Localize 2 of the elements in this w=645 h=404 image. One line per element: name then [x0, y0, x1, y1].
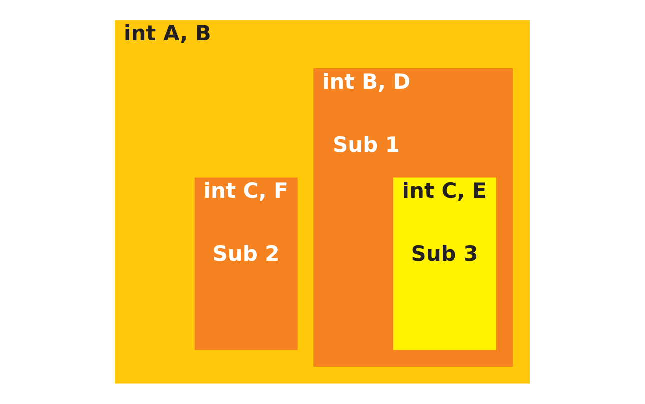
node-box: int C, E Sub 3	[393, 178, 496, 350]
node-box: int C, F Sub 2	[194, 178, 298, 350]
